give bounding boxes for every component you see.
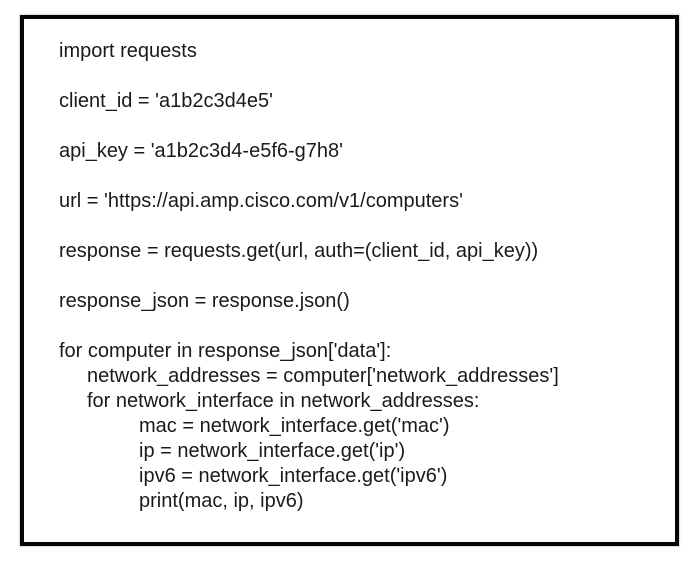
code-box: import requests client_id = 'a1b2c3d4e5' a…: [20, 15, 679, 546]
code-line: client_id = 'a1b2c3d4e5': [59, 90, 273, 112]
code-line: for computer in response_json['data']:: [59, 340, 392, 362]
code-line: url = 'https://api.amp.cisco.com/v1/comp…: [59, 190, 463, 212]
code-line: [59, 64, 669, 89]
code-line: [59, 164, 669, 189]
code-line: [59, 264, 669, 289]
code-line: response = requests.get(url, auth=(clien…: [59, 240, 539, 262]
code-line: response_json = response.json(): [59, 290, 350, 312]
code-line: mac = network_interface.get('mac'): [139, 415, 450, 437]
code-line: [59, 214, 669, 239]
code-line: import requests: [59, 40, 197, 62]
code-line: network_addresses = computer['network_ad…: [87, 365, 559, 387]
code-line: [59, 314, 669, 339]
code-line: [59, 114, 669, 139]
code-line: api_key = 'a1b2c3d4-e5f6-g7h8': [59, 140, 343, 162]
code-block: import requests client_id = 'a1b2c3d4e5' a…: [24, 19, 675, 514]
code-line: ip = network_interface.get('ip'): [139, 440, 406, 462]
code-line: for network_interface in network_address…: [87, 390, 480, 412]
code-line: print(mac, ip, ipv6): [139, 490, 304, 512]
code-line: ipv6 = network_interface.get('ipv6'): [139, 465, 448, 487]
